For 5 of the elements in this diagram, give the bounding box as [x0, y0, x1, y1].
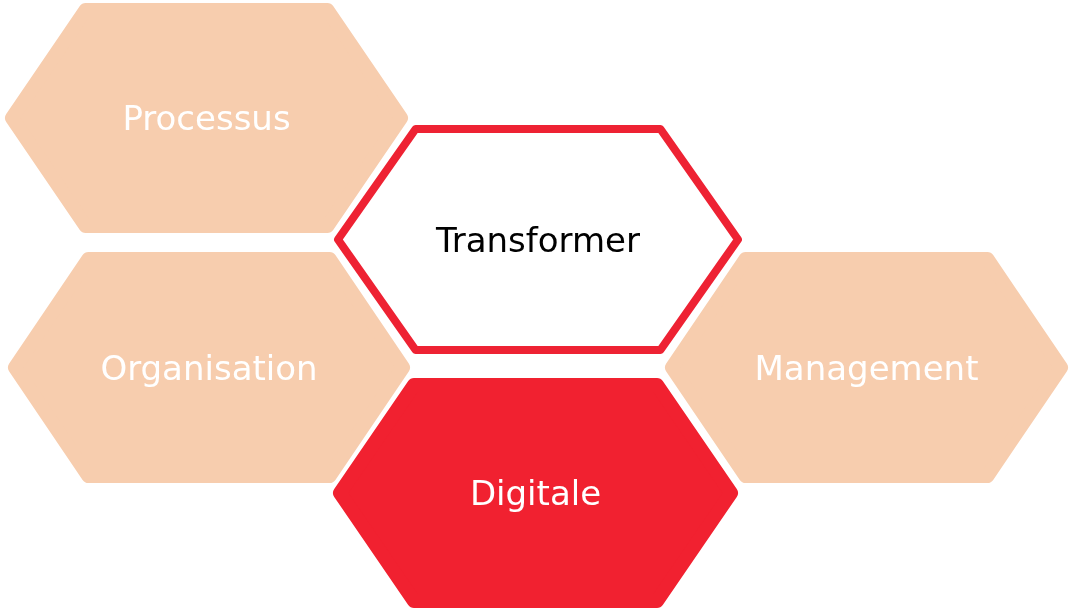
hexagon-label: Organisation	[99, 347, 319, 388]
hexagon-label: Processus	[121, 98, 292, 138]
hexagon-label: Transformer	[435, 219, 641, 260]
hexagon-label: Management	[753, 347, 980, 388]
hexagon-label: Digitale	[468, 473, 603, 513]
